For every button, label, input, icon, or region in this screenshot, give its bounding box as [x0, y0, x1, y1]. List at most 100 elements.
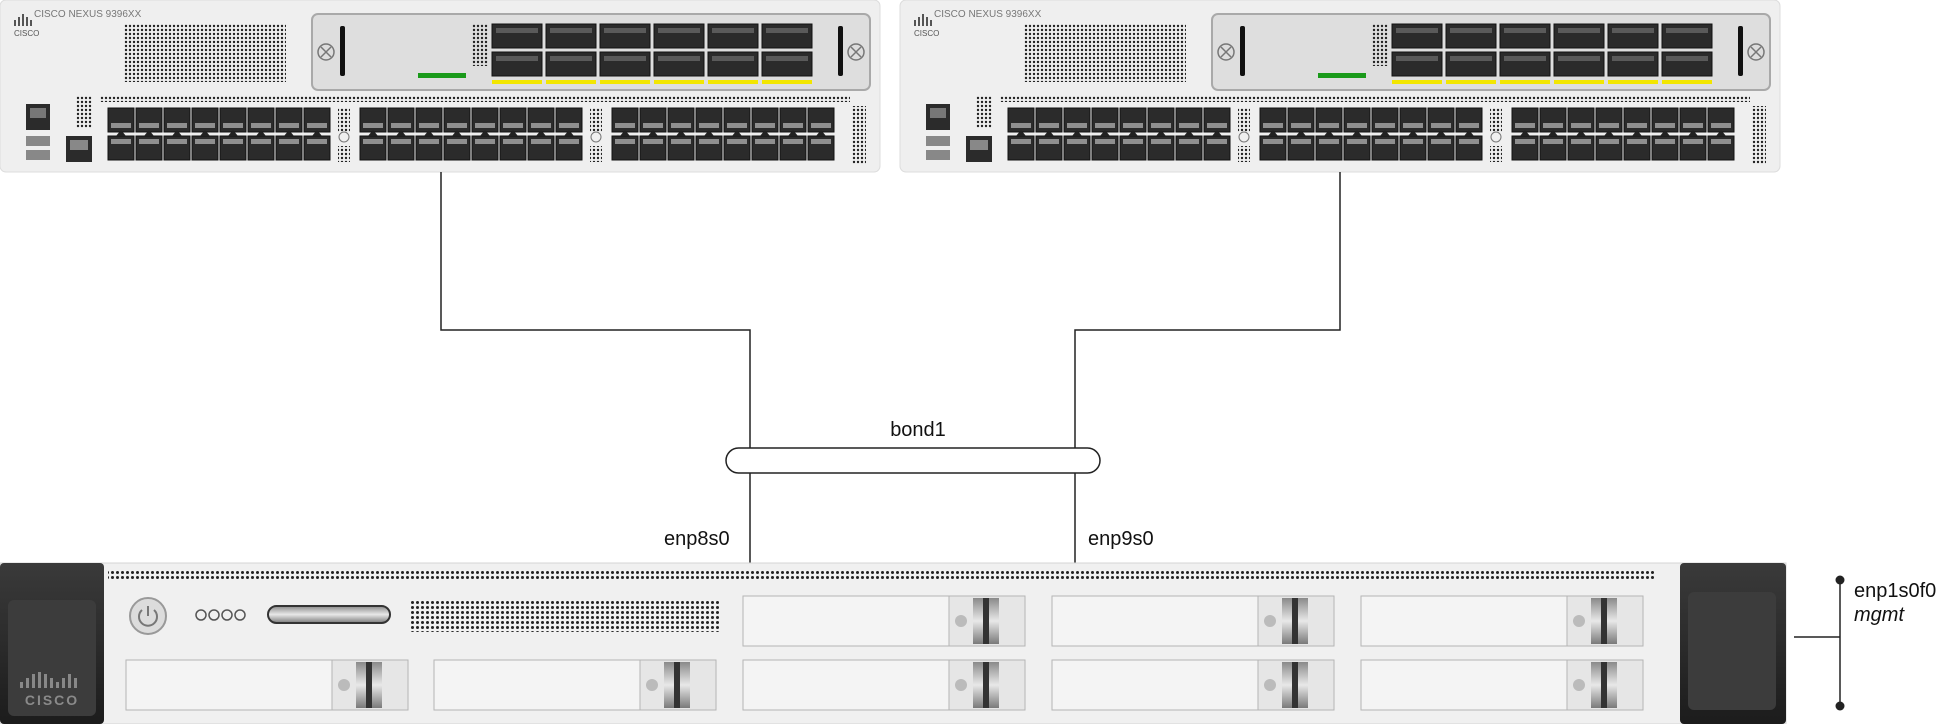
mgmt-link-end	[1835, 575, 1845, 585]
sfp-port	[443, 107, 471, 133]
link-switch2-enp9s0	[1074, 172, 1341, 574]
port-led	[1392, 80, 1442, 84]
port-arrow-icon	[1296, 130, 1306, 136]
sfp-port	[751, 107, 779, 133]
port-arrow-icon	[1576, 130, 1586, 136]
sfp-port	[415, 107, 443, 133]
port-arrow-icon	[312, 130, 322, 136]
sfp-port	[1595, 107, 1623, 133]
sfp-port	[723, 107, 751, 133]
port-arrow-icon	[1324, 130, 1334, 136]
port-arrow-icon	[1352, 130, 1362, 136]
port-arrow-icon	[144, 130, 154, 136]
port-arrow-icon	[1660, 130, 1670, 136]
qsfp-port	[545, 23, 597, 49]
sfp-port	[163, 107, 191, 133]
port-arrow-icon	[676, 130, 686, 136]
port-arrow-icon	[1044, 130, 1054, 136]
port-arrow-icon	[1520, 130, 1530, 136]
link-switch1-enp8s0	[440, 172, 751, 574]
status-leds	[195, 609, 246, 621]
qsfp-port	[1391, 51, 1443, 77]
qsfp-port	[1499, 23, 1551, 49]
sfp-port	[1455, 107, 1483, 133]
bond-pill	[725, 447, 1101, 474]
server-logo-mark	[20, 672, 77, 688]
network-links	[440, 172, 1341, 574]
qsfp-port	[707, 23, 759, 49]
sfp-port	[1007, 107, 1035, 133]
sfp-port	[527, 107, 555, 133]
port-arrow-icon	[620, 130, 630, 136]
port-arrow-icon	[788, 130, 798, 136]
sfp-port	[1399, 107, 1427, 133]
port-arrow-icon	[284, 130, 294, 136]
sfp-port	[1091, 107, 1119, 133]
switch-logo: CISCO	[914, 29, 939, 38]
port-arrow-icon	[648, 130, 658, 136]
port-arrow-icon	[1268, 130, 1278, 136]
port-led	[1446, 80, 1496, 84]
sfp-port	[1063, 107, 1091, 133]
interface-label-enp1s0f0: enp1s0f0	[1854, 580, 1936, 602]
port-led	[600, 80, 650, 84]
qsfp-port	[1499, 51, 1551, 77]
port-arrow-icon	[200, 130, 210, 136]
port-arrow-icon	[1548, 130, 1558, 136]
mgmt-link	[1794, 580, 1841, 706]
port-led	[1500, 80, 1550, 84]
port-arrow-icon	[116, 130, 126, 136]
sfp-port	[275, 107, 303, 133]
top-switch-left	[0, 0, 881, 173]
qsfp-port	[1445, 51, 1497, 77]
port-arrow-icon	[1016, 130, 1026, 136]
sfp-port	[247, 107, 275, 133]
sfp-port	[1679, 107, 1707, 133]
port-arrow-icon	[1604, 130, 1614, 136]
port-led	[1608, 80, 1658, 84]
port-arrow-icon	[1156, 130, 1166, 136]
qsfp-port	[1661, 51, 1713, 77]
top-switch-right	[899, 0, 1781, 173]
port-led	[1554, 80, 1604, 84]
server-logo-text: CISCO	[25, 692, 79, 708]
port-arrow-icon	[1408, 130, 1418, 136]
port-arrow-icon	[1632, 130, 1642, 136]
switch-model-label: CISCO NEXUS 9396XX	[934, 9, 1042, 20]
sfp-port	[1287, 107, 1315, 133]
port-arrow-icon	[368, 130, 378, 136]
port-arrow-icon	[1380, 130, 1390, 136]
sfp-port	[1511, 107, 1539, 133]
sfp-port	[359, 107, 387, 133]
qsfp-port	[1445, 23, 1497, 49]
sfp-port	[1259, 107, 1287, 133]
port-led	[654, 80, 704, 84]
sfp-port	[219, 107, 247, 133]
port-arrow-icon	[816, 130, 826, 136]
port-arrow-icon	[508, 130, 518, 136]
server-chassis: CISCO	[0, 562, 1787, 724]
port-arrow-icon	[732, 130, 742, 136]
port-arrow-icon	[1212, 130, 1222, 136]
qsfp-port	[761, 23, 813, 49]
port-led	[762, 80, 812, 84]
qsfp-port	[491, 23, 543, 49]
qsfp-port	[1391, 23, 1443, 49]
qsfp-port	[761, 51, 813, 77]
sfp-port	[1343, 107, 1371, 133]
sfp-port	[1427, 107, 1455, 133]
port-arrow-icon	[1464, 130, 1474, 136]
sfp-port	[779, 107, 807, 133]
interface-role-mgmt: mgmt	[1854, 604, 1905, 626]
qsfp-port	[1553, 51, 1605, 77]
port-led	[708, 80, 758, 84]
qsfp-port	[1553, 23, 1605, 49]
port-arrow-icon	[1100, 130, 1110, 136]
sfp-port	[1539, 107, 1567, 133]
mgmt-link-end	[1835, 701, 1845, 711]
qsfp-port	[707, 51, 759, 77]
port-led	[492, 80, 542, 84]
qsfp-port	[1607, 23, 1659, 49]
sfp-port	[1315, 107, 1343, 133]
